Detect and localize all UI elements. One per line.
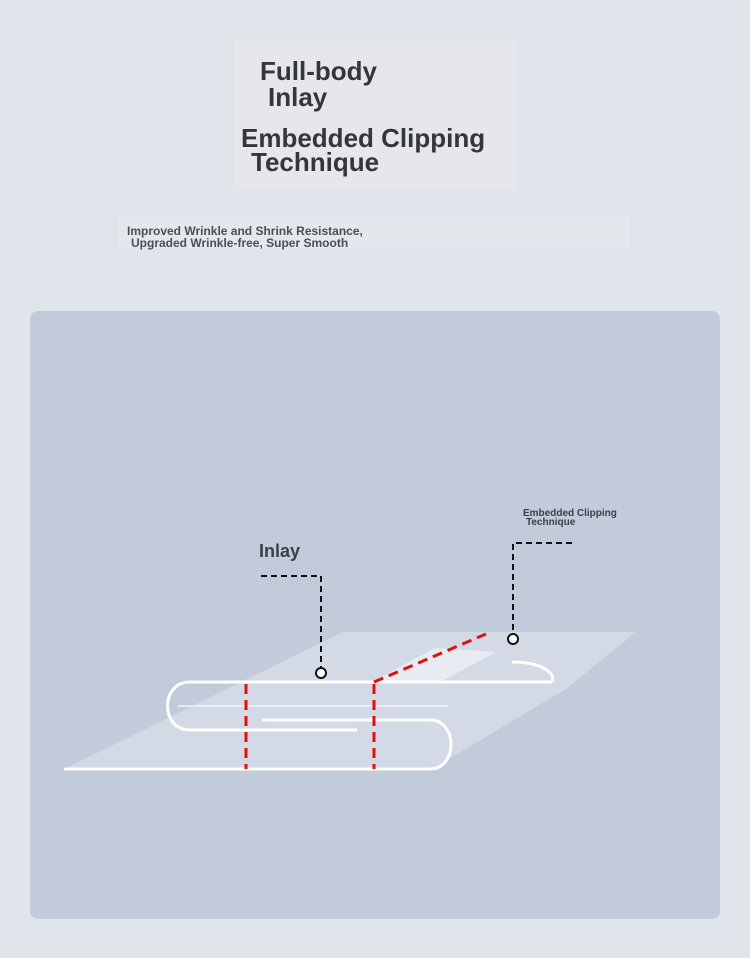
fabric-fold-lower: [64, 718, 453, 771]
title-line-3: Embedded Clipping: [241, 123, 486, 153]
title-line-4: Technique: [251, 147, 380, 177]
callout-label-clipping-line1: Embedded Clipping: [523, 508, 617, 519]
subtitle-line-1: Improved Wrinkle and Shrink Resistance,: [127, 224, 363, 238]
fabric-fold-upper: [166, 680, 552, 732]
callout-label-clipping-line2: Technique: [526, 517, 576, 528]
subtitle-line-2: Upgraded Wrinkle-free, Super Smooth: [131, 236, 349, 250]
title-line-2: Inlay: [268, 82, 328, 112]
fabric-fold-upper-cap: [511, 660, 555, 683]
stitch-line-diagonal: [373, 632, 487, 684]
diagram-panel: [30, 311, 720, 919]
callout-label-inlay: Inlay: [259, 541, 301, 561]
header-background: [234, 40, 516, 190]
fabric-base-sheet: [64, 632, 636, 769]
fabric-upper-strip: [372, 648, 496, 682]
callout-line-clipping: [512, 542, 572, 634]
callout-dot-inlay: [315, 667, 327, 679]
callout-line-inlay: [261, 575, 322, 668]
subtitle-background: [118, 216, 630, 248]
title-line-1: Full-body: [260, 56, 377, 86]
callout-dot-clipping: [507, 633, 519, 645]
